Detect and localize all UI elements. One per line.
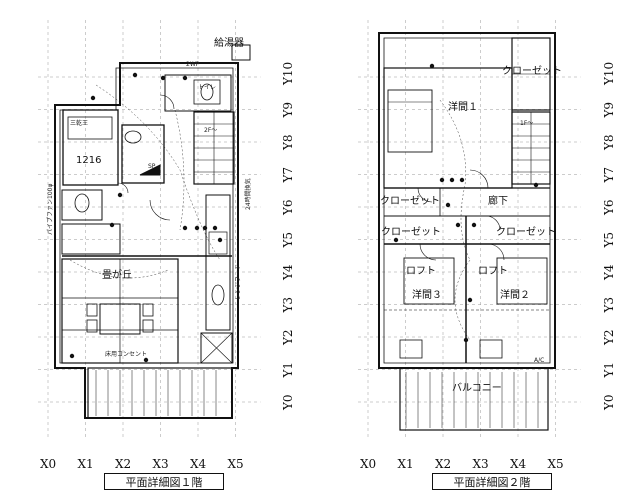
corridor-label: 廊下 — [488, 194, 508, 207]
y-axis-label: Y5 — [281, 232, 295, 249]
y-axis-label: Y9 — [602, 102, 616, 119]
floor1-grid — [38, 20, 261, 440]
y-axis-label: Y2 — [281, 329, 295, 346]
stairs-label-1f: 2F〜 — [204, 127, 217, 134]
x-axis-label: X1 — [398, 457, 414, 471]
ventilation-label: 24時間換気 — [244, 178, 252, 210]
y-axis-label: Y10 — [602, 62, 616, 86]
pipe-space-label: パイプファン100φ — [47, 184, 54, 235]
balcony-label: バルコニー — [452, 382, 502, 394]
x-axis-label: X3 — [153, 457, 169, 471]
x-axis-label: X5 — [228, 457, 244, 471]
ac-label: A/C — [534, 357, 544, 364]
y-axis-label: Y4 — [281, 264, 295, 281]
stairs-label-2f: 1F〜 — [520, 120, 533, 127]
floor2-fixtures — [393, 63, 539, 343]
floor2-caption: 平面詳細図２階 — [432, 473, 552, 490]
floor1-axis-labels: X0 X1 X2 X3 X4 X5 Y0 Y1 Y2 Y3 Y4 Y5 Y6 Y7 Y8 Y9 Y10 — [40, 62, 295, 471]
water-heater-label: 給湯器 — [214, 36, 244, 49]
y-axis-label: Y2 — [602, 329, 616, 346]
sp-label: SP — [148, 163, 156, 170]
toilet-label: トイレ — [198, 84, 216, 91]
closet-mid-right-label: クローゼット — [496, 226, 556, 238]
tatami-room-label: 畳が丘 — [102, 268, 132, 281]
x-axis-label: X2 — [435, 457, 451, 471]
y-axis-label: Y6 — [281, 199, 295, 216]
y-axis-label: Y5 — [602, 232, 616, 249]
floor2-axis-labels: X0 X1 X2 X3 X4 X5 Y0 Y1 Y2 Y3 Y4 Y5 Y6 Y7 Y8 Y9 Y10 — [360, 62, 616, 471]
range-hood-label: レンジフード — [235, 264, 242, 300]
x-axis-label: X4 — [510, 457, 527, 471]
floor1-caption: 平面詳細図１階 — [104, 473, 224, 490]
x-axis-label: X2 — [115, 457, 131, 471]
outlet-label: 床用コンセント — [105, 350, 147, 358]
closet-top-label: クローゼット — [502, 65, 562, 77]
closet-left-label: クローゼット — [380, 195, 440, 207]
wp-label: 2WP — [186, 61, 200, 68]
y-axis-label: Y1 — [281, 362, 295, 379]
y-axis-label: Y7 — [281, 167, 295, 184]
y-axis-label: Y10 — [281, 62, 295, 86]
closet-mid-left-label: クローゼット — [381, 226, 441, 238]
room2-label: 洋間２ — [500, 288, 530, 301]
y-axis-label: Y8 — [602, 134, 616, 151]
y-axis-label: Y8 — [281, 134, 295, 151]
x-axis-label: X4 — [190, 457, 207, 471]
floor1-plan — [54, 44, 251, 419]
x-axis-label: X1 — [78, 457, 94, 471]
room1-label: 洋間１ — [448, 100, 478, 113]
y-axis-label: Y4 — [602, 264, 616, 281]
y-axis-label: Y0 — [602, 394, 616, 411]
y-axis-label: Y6 — [602, 199, 616, 216]
loft-left-label: ロフト — [406, 266, 436, 277]
unit-bath-label: 1216 — [76, 155, 101, 166]
y-axis-label: Y7 — [602, 167, 616, 184]
x-axis-label: X5 — [548, 457, 564, 471]
y-axis-label: Y1 — [602, 362, 616, 379]
x-axis-label: X0 — [40, 457, 56, 471]
x-axis-label: X3 — [473, 457, 489, 471]
floor1-fixtures — [69, 72, 223, 363]
room3-label: 洋間３ — [412, 288, 442, 301]
y-axis-label: Y9 — [281, 102, 295, 119]
bath-heater-label: 三乾王 — [70, 119, 88, 127]
loft-right-label: ロフト — [478, 266, 508, 277]
floor2-plan — [378, 32, 556, 431]
y-axis-label: Y0 — [281, 394, 295, 411]
y-axis-label: Y3 — [602, 297, 616, 314]
y-axis-label: Y3 — [281, 297, 295, 314]
x-axis-label: X0 — [360, 457, 376, 471]
